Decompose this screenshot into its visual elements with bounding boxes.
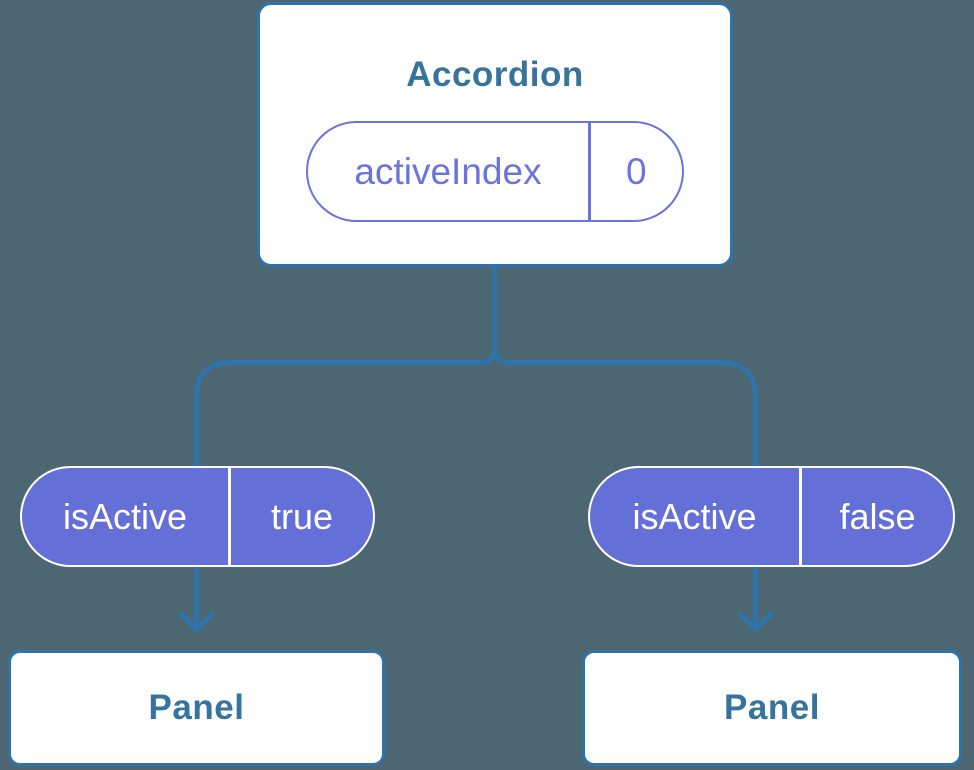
branch-left-connector: [194, 264, 497, 468]
state-value: 0: [625, 150, 647, 192]
branch-right-connector: [492, 264, 758, 468]
accordion-node: Accordion activeIndex 0: [257, 2, 733, 267]
accordion-title: Accordion: [406, 55, 584, 94]
prop-pill-right: isActive false: [588, 466, 955, 567]
state-pill: activeIndex 0: [306, 121, 684, 222]
prop-name: isActive: [62, 495, 188, 537]
pill-divider: [588, 123, 591, 220]
panel-node-left: Panel: [8, 650, 385, 766]
panel-title: Panel: [724, 688, 820, 727]
prop-pill-left: isActive true: [20, 466, 375, 567]
panel-title: Panel: [148, 688, 245, 727]
arrow-right-head-icon: [737, 611, 774, 634]
prop-name: isActive: [632, 495, 757, 537]
pill-divider: [799, 468, 802, 565]
pill-divider: [228, 468, 231, 565]
panel-node-right: Panel: [582, 650, 962, 766]
arrow-left-head-icon: [178, 611, 215, 634]
prop-value: true: [270, 495, 334, 537]
state-name: activeIndex: [354, 150, 542, 192]
prop-value: false: [839, 495, 916, 537]
